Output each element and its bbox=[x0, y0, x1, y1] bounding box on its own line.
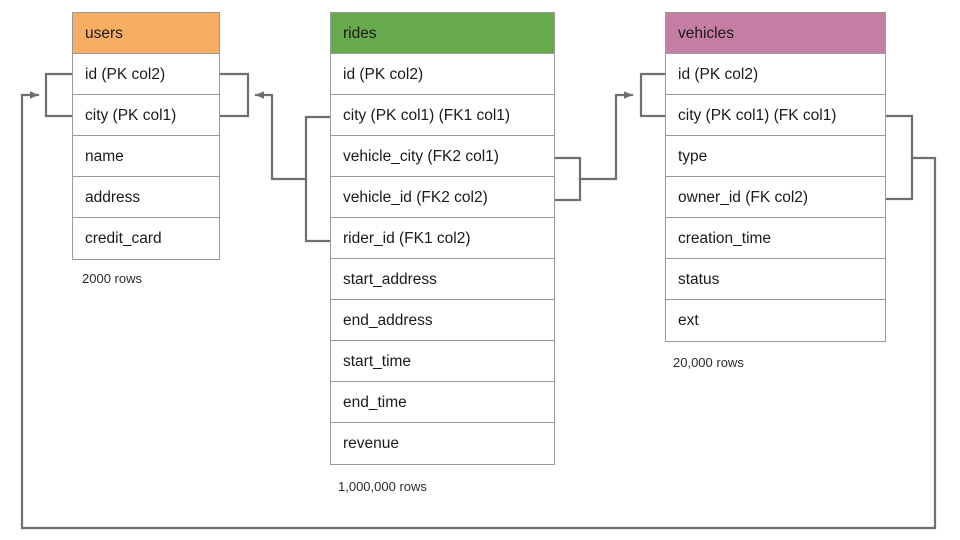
table-rides-column-start-address[interactable]: start_address bbox=[331, 259, 554, 300]
table-users-column-address[interactable]: address bbox=[73, 177, 219, 218]
table-vehicles-column-city[interactable]: city (PK col1) (FK col1) bbox=[666, 95, 885, 136]
table-rides-column-revenue[interactable]: revenue bbox=[343, 435, 400, 452]
table-vehicles[interactable]: vehicles id (PK col2) city (PK col1) (FK… bbox=[665, 12, 886, 342]
table-vehicles-row-count: 20,000 rows bbox=[673, 355, 744, 370]
table-rides-column-rider-id[interactable]: rider_id (FK1 col2) bbox=[331, 218, 554, 259]
table-users-column-credit-card[interactable]: credit_card bbox=[85, 230, 162, 247]
table-rides-column-vehicle-id[interactable]: vehicle_id (FK2 col2) bbox=[331, 177, 554, 218]
users-left-bracket bbox=[44, 72, 74, 118]
rides-left-bracket bbox=[304, 115, 332, 243]
edge-rides-to-users bbox=[254, 91, 308, 181]
table-users-column-name[interactable]: name bbox=[73, 136, 219, 177]
edge-rides-to-vehicles bbox=[578, 91, 634, 181]
table-vehicles-header: vehicles bbox=[666, 13, 885, 54]
table-rides-column-end-address[interactable]: end_address bbox=[331, 300, 554, 341]
table-vehicles-column-status[interactable]: status bbox=[666, 259, 885, 300]
edge-vehicles-to-users bbox=[20, 91, 937, 530]
users-right-bracket bbox=[218, 72, 250, 118]
rides-right-bracket bbox=[553, 156, 582, 202]
table-rides-column-city[interactable]: city (PK col1) (FK1 col1) bbox=[331, 95, 554, 136]
table-rides[interactable]: rides id (PK col2) city (PK col1) (FK1 c… bbox=[330, 12, 555, 465]
table-users-column-city[interactable]: city (PK col1) bbox=[73, 95, 219, 136]
table-rides-row-count: 1,000,000 rows bbox=[338, 479, 427, 494]
table-rides-column-id[interactable]: id (PK col2) bbox=[331, 54, 554, 95]
table-vehicles-column-ext[interactable]: ext bbox=[678, 312, 699, 329]
table-users-row-count: 2000 rows bbox=[82, 271, 142, 286]
table-users[interactable]: users id (PK col2) city (PK col1) name a… bbox=[72, 12, 220, 260]
table-rides-column-start-time[interactable]: start_time bbox=[331, 341, 554, 382]
table-rides-header: rides bbox=[331, 13, 554, 54]
table-vehicles-column-type[interactable]: type bbox=[666, 136, 885, 177]
table-vehicles-column-id[interactable]: id (PK col2) bbox=[666, 54, 885, 95]
table-rides-column-end-time[interactable]: end_time bbox=[331, 382, 554, 423]
table-users-header: users bbox=[73, 13, 219, 54]
vehicles-left-bracket bbox=[639, 72, 667, 118]
table-rides-column-vehicle-city[interactable]: vehicle_city (FK2 col1) bbox=[331, 136, 554, 177]
table-vehicles-column-owner-id[interactable]: owner_id (FK col2) bbox=[666, 177, 885, 218]
table-vehicles-column-creation-time[interactable]: creation_time bbox=[666, 218, 885, 259]
table-users-column-id[interactable]: id (PK col2) bbox=[73, 54, 219, 95]
vehicles-right-bracket bbox=[884, 114, 914, 201]
